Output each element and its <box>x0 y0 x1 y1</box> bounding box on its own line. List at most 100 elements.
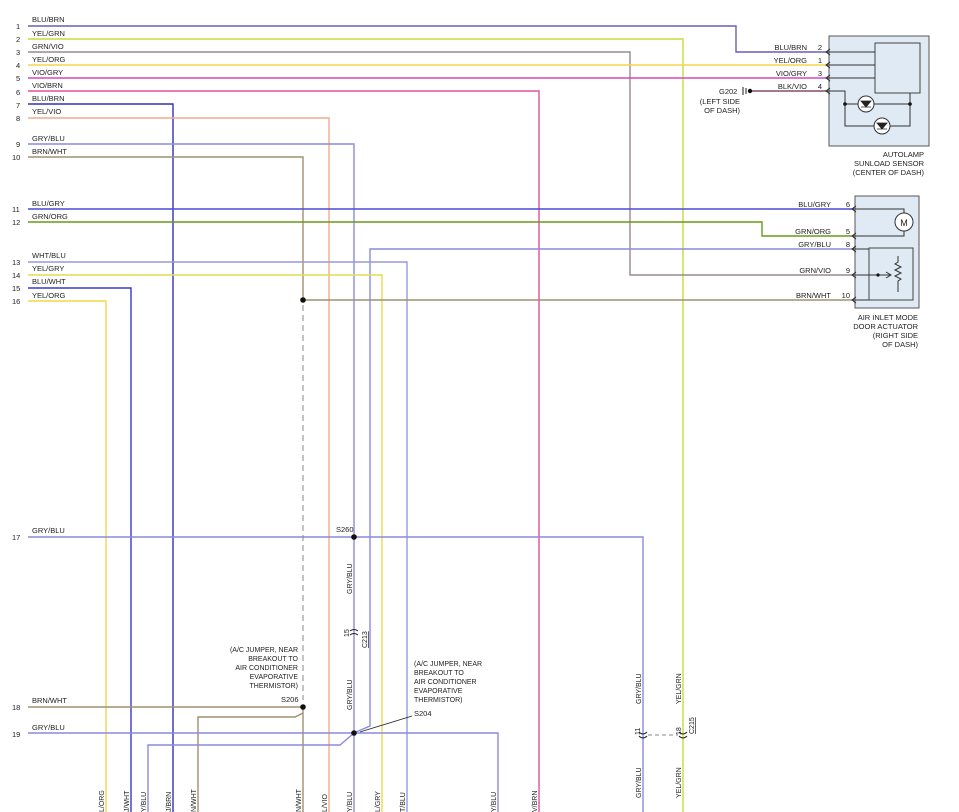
wire-16-number: 16 <box>12 297 20 306</box>
bottom-label-2: J/WHT <box>124 790 131 812</box>
actuator-pin-9-label: GRN/VIO <box>799 266 831 275</box>
s206-note-line-2: BREAKOUT TO <box>248 656 298 663</box>
splice-s260-dot <box>351 534 357 540</box>
c215-connector: 11 18 C215 <box>635 717 696 739</box>
wire-actuator-gry-blu <box>355 248 852 733</box>
bottom-label-12: V/BRN <box>532 791 539 812</box>
wire-17-number: 17 <box>12 533 20 542</box>
g202-note-1: (LEFT SIDE <box>700 97 740 106</box>
wire-15-label: BLU/WHT <box>32 277 66 286</box>
c215-pin-left: 11 <box>635 728 642 735</box>
motor-symbol: M <box>900 218 908 228</box>
wire-7-number: 7 <box>16 101 20 110</box>
autolamp-pin-3-label: VIO/GRY <box>776 69 807 78</box>
wire-5-label: VIO/GRY <box>32 68 63 77</box>
wire-12-grn-org <box>28 221 852 237</box>
ground-icon <box>742 87 747 95</box>
left-wire-labels: 1 BLU/BRN 2 YEL/GRN 3 GRN/VIO 4 YEL/ORG … <box>12 15 68 739</box>
wire-6-number: 6 <box>16 88 20 97</box>
wire-7-blu-brn <box>28 103 174 812</box>
actuator-pin-5: 5 <box>846 227 850 236</box>
s204-note-line-1: (A/C JUMPER, NEAR <box>414 661 482 668</box>
wire-5-number: 5 <box>16 74 20 83</box>
autolamp-title-1: AUTOLAMP <box>883 150 924 159</box>
wire-1-blu-brn <box>28 25 826 53</box>
ground-g202: G202 (LEFT SIDE OF DASH) <box>700 87 753 115</box>
wire-17-gry-blu <box>28 536 644 812</box>
bottom-label-1: L/ORG <box>99 790 106 812</box>
bottom-label-8: Y/BLU <box>347 792 354 812</box>
wire-9-gry-blu <box>28 143 355 537</box>
wire-4-label: YEL/ORG <box>32 55 66 64</box>
wire-4-number: 4 <box>16 61 20 70</box>
wire-s204-branch <box>147 732 355 812</box>
bottom-label-11: Y/BLU <box>491 792 498 812</box>
wire-9-number: 9 <box>16 140 20 149</box>
s204-label: S204 <box>414 709 432 718</box>
c213-pin: 15 <box>344 629 351 637</box>
actuator-inner-box <box>868 247 914 301</box>
c215-yel-grn-upper-label: YEL/GRN <box>676 673 683 704</box>
bottom-label-9: L/GRY <box>375 791 382 812</box>
g202-note-2: OF DASH) <box>704 106 740 115</box>
actuator-title-3: (RIGHT SIDE <box>873 331 918 340</box>
c215-gry-blu-upper-label: GRY/BLU <box>636 673 643 704</box>
actuator-title-2: DOOR ACTUATOR <box>853 322 918 331</box>
autolamp-pin-1: 1 <box>818 56 822 65</box>
wire-2-label: YEL/GRN <box>32 29 65 38</box>
bottom-label-4: J/BRN <box>166 792 173 812</box>
g202-label: G202 <box>719 87 737 96</box>
s206-note-line-1: (A/C JUMPER, NEAR <box>230 647 298 654</box>
autolamp-pin-2: 2 <box>818 43 822 52</box>
wires <box>28 25 852 812</box>
autolamp-title-3: (CENTER OF DASH) <box>853 168 925 177</box>
actuator-title-4: OF DASH) <box>882 340 918 349</box>
bottom-label-5: N/WHT <box>191 788 198 812</box>
wire-2-yel-grn <box>28 38 684 812</box>
c213-label: C213 <box>362 631 369 648</box>
bottom-label-7: L/VIO <box>322 794 329 812</box>
wire-19-gry-blu <box>28 732 499 812</box>
wire-18-number: 18 <box>12 703 20 712</box>
s204-leader <box>359 715 413 733</box>
s204-note-line-2: BREAKOUT TO <box>414 670 464 677</box>
wire-18-label: BRN/WHT <box>32 696 67 705</box>
wire-12-number: 12 <box>12 218 20 227</box>
wire-12-label: GRN/ORG <box>32 212 68 221</box>
wire-11-label: BLU/GRY <box>32 199 65 208</box>
wire-16-label: YEL/ORG <box>32 291 66 300</box>
splice-brn-wht-dot <box>300 297 306 303</box>
wire-11-number: 11 <box>12 205 20 214</box>
s204-note: (A/C JUMPER, NEAR BREAKOUT TO AIR CONDIT… <box>414 661 482 704</box>
potentiometer-icon <box>893 256 903 292</box>
wire-3-grn-vio <box>28 51 852 276</box>
wire-13-label: WHT/BLU <box>32 251 66 260</box>
s204-note-line-4: EVAPORATIVE <box>414 688 463 695</box>
s206-note-line-3: AIR CONDITIONER <box>235 665 298 672</box>
actuator-pin-5-label: GRN/ORG <box>795 227 831 236</box>
autolamp-pin-2-label: BLU/BRN <box>774 43 807 52</box>
wire-s206-branch <box>197 712 304 812</box>
wire-13-wht-blu <box>28 261 408 812</box>
autolamp-pin-3: 3 <box>818 69 822 78</box>
splice-s204-dot <box>351 730 357 736</box>
autolamp-pin-4-label: BLK/VIO <box>778 82 807 91</box>
autolamp-title-2: SUNLOAD SENSOR <box>854 159 925 168</box>
actuator-pin-9: 9 <box>846 266 850 275</box>
wire-14-number: 14 <box>12 271 20 280</box>
actuator-pin-10-label: BRN/WHT <box>796 291 831 300</box>
actuator-pin-8: 8 <box>846 240 850 249</box>
autolamp-pin-1-label: YEL/ORG <box>774 56 808 65</box>
wire-13-number: 13 <box>12 258 20 267</box>
air-inlet-door-actuator: M 6 BLU/GRY 5 GRN/ORG 8 GRY/BLU 9 GRN/VI… <box>795 195 920 349</box>
c215-gry-blu-lower-label: GRY/BLU <box>636 767 643 798</box>
wire-1-number: 1 <box>16 22 20 31</box>
wire-1-label: BLU/BRN <box>32 15 65 24</box>
wire-2-number: 2 <box>16 35 20 44</box>
wire-3-label: GRN/VIO <box>32 42 64 51</box>
s204-note-line-3: AIR CONDITIONER <box>414 679 477 686</box>
wire-14-label: YEL/GRY <box>32 264 64 273</box>
c215-label: C215 <box>689 717 696 734</box>
wire-9-label: GRY/BLU <box>32 134 65 143</box>
